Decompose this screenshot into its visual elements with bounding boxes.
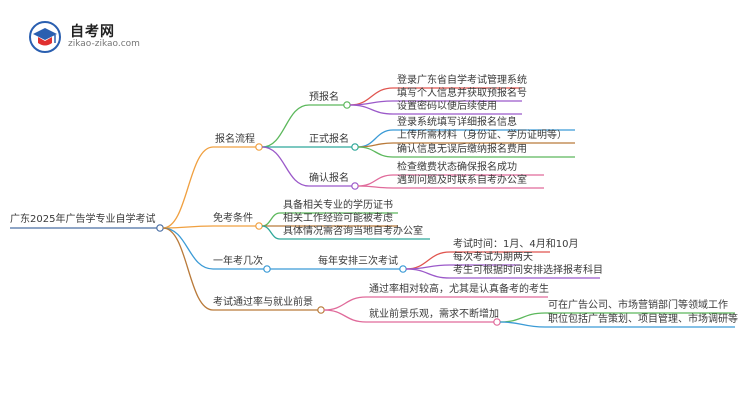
leaf-baoming-1-2[interactable]: 确认信息无误后缴纳报名费用 <box>397 144 527 155</box>
graduation-cap-icon <box>29 21 61 53</box>
leaf-baoming-0-0[interactable]: 登录广东省自学考试管理系统 <box>397 75 527 86</box>
leaf-baoming-1-1[interactable]: 上传所需材料（身份证、学历证明等） <box>397 130 567 141</box>
node-miankao[interactable]: 免考条件 <box>213 213 253 224</box>
edge-baoming-leaf-0-2 <box>349 104 394 115</box>
node-tongguo[interactable]: 考试通过率与就业前景 <box>213 297 313 308</box>
leaf-tongguo-0[interactable]: 通过率相对较高，尤其是认真备考的考生 <box>369 284 549 295</box>
leaf-tongguo-sub-1[interactable]: 职位包括广告策划、项目管理、市场调研等 <box>548 314 738 325</box>
leaf-tongguo-sub-0[interactable]: 可在广告公司、市场营销部门等领域工作 <box>548 300 728 311</box>
edge-tongguo-leaf-2 <box>499 321 546 328</box>
leaf-baoming-2-1[interactable]: 遇到问题及时联系自考办公室 <box>397 175 527 186</box>
edge-root-tongguo <box>162 227 214 311</box>
node-baoming-sub-0[interactable]: 预报名 <box>309 92 339 103</box>
leaf-yinian-0[interactable]: 考试时间：1月、4月和10月 <box>453 239 579 250</box>
node-yinian[interactable]: 一年考几次 <box>213 256 263 267</box>
edge-baoming-sub-2 <box>261 146 310 187</box>
edge-root-baoming <box>162 146 214 229</box>
node-baoming-sub-1[interactable]: 正式报名 <box>309 134 349 145</box>
leaf-baoming-0-2[interactable]: 设置密码以便后续使用 <box>397 101 497 112</box>
node-yinian-sub[interactable]: 每年安排三次考试 <box>318 256 398 267</box>
leaf-baoming-2-0[interactable]: 检查缴费状态确保报名成功 <box>397 162 517 173</box>
edge-yinian-leaf-2 <box>405 268 451 279</box>
leaf-miankao-1[interactable]: 相关工作经验可能被考虑 <box>283 213 393 224</box>
edge-baoming-leaf-2-1 <box>357 185 394 189</box>
edge-root-yinian <box>162 227 214 270</box>
edge-baoming-leaf-1-2 <box>357 146 394 158</box>
edge-miankao-leaf-2 <box>261 225 281 240</box>
node-baoming-sub-2[interactable]: 确认报名 <box>309 173 349 184</box>
edge-tongguo-sub <box>323 309 367 323</box>
leaf-yinian-2[interactable]: 考生可根据时间安排选择报考科目 <box>453 265 603 276</box>
leaf-miankao-0[interactable]: 具备相关专业的学历证书 <box>283 200 393 211</box>
leaf-baoming-0-1[interactable]: 填写个人信息并获取预报名号 <box>397 88 527 99</box>
leaf-baoming-1-0[interactable]: 登录系统填写详细报名信息 <box>397 117 517 128</box>
leaf-yinian-1[interactable]: 每次考试为期两天 <box>453 252 533 263</box>
node-baoming-liucheng[interactable]: 报名流程 <box>215 134 255 145</box>
logo-title: 自考网 <box>70 24 115 40</box>
root-node[interactable]: 广东2025年广告学专业自学考试 <box>10 214 156 225</box>
node-tongguo-sub[interactable]: 就业前景乐观，需求不断增加 <box>369 309 499 320</box>
logo-subtitle: zikao-zikao.com <box>68 39 140 49</box>
edge-baoming-sub-0 <box>261 104 310 148</box>
site-logo[interactable]: 自考网 zikao-zikao.com <box>28 20 148 53</box>
edge-root-miankao <box>162 225 214 229</box>
leaf-miankao-2[interactable]: 具体情况需咨询当地自考办公室 <box>283 226 423 237</box>
